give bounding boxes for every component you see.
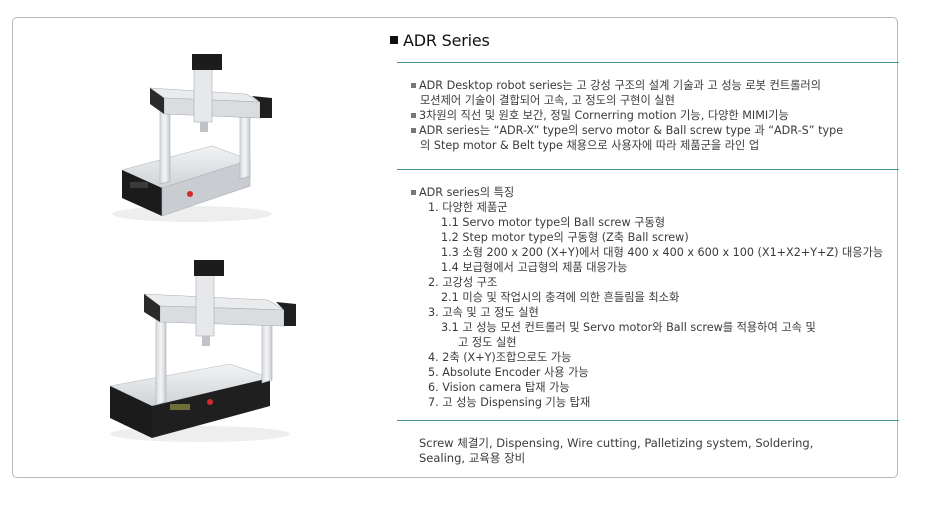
robot-image-1 bbox=[112, 54, 272, 222]
features-section: ADR series의 특징 1. 다양한 제품군 1.1 Servo moto… bbox=[411, 185, 883, 410]
square-bullet-icon bbox=[411, 112, 416, 118]
feature-subitem: 1.1 Servo motor type의 Ball screw 구동형 bbox=[441, 216, 666, 229]
applications-section: Screw 체결기, Dispensing, Wire cutting, Pal… bbox=[419, 436, 813, 466]
applications-line: Sealing, 교육용 장비 bbox=[419, 451, 526, 465]
title-row: ADR Series bbox=[390, 29, 490, 51]
intro-line: ADR Desktop robot series는 고 강성 구조의 설계 기술… bbox=[411, 78, 843, 93]
feature-item: 5. Absolute Encoder 사용 가능 bbox=[428, 366, 589, 379]
features-heading: ADR series의 특징 bbox=[411, 185, 883, 200]
feature-subitem: 3.1 고 성능 모션 컨트롤러 및 Servo motor와 Ball scr… bbox=[441, 321, 816, 334]
feature-item: 7. 고 성능 Dispensing 기능 탑재 bbox=[428, 396, 591, 409]
page-title: ADR Series bbox=[403, 30, 490, 50]
divider-1 bbox=[397, 62, 899, 63]
feature-item: 2. 고강성 구조 bbox=[428, 276, 498, 289]
feature-item: 4. 2축 (X+Y)조합으로도 가능 bbox=[428, 351, 572, 364]
square-bullet-icon bbox=[411, 127, 416, 133]
intro-line: 의 Step motor & Belt type 채용으로 사용자에 따라 제품… bbox=[420, 139, 760, 152]
feature-item: 3. 고속 및 고 정도 실현 bbox=[428, 306, 539, 319]
intro-section: ADR Desktop robot series는 고 강성 구조의 설계 기술… bbox=[411, 78, 843, 153]
intro-line: ADR series는 “ADR-X” type의 servo motor & … bbox=[411, 123, 843, 138]
feature-subitem-continued: 고 정도 실현 bbox=[458, 336, 517, 349]
applications-line: Screw 체결기, Dispensing, Wire cutting, Pal… bbox=[419, 436, 814, 450]
square-bullet-icon bbox=[390, 36, 398, 44]
feature-item: 6. Vision camera 탑재 가능 bbox=[428, 381, 570, 394]
intro-line: 모션제어 기술이 결합되어 고속, 고 정도의 구현이 실현 bbox=[420, 94, 675, 107]
product-images bbox=[100, 38, 310, 458]
feature-subitem: 1.3 소형 200 x 200 (X+Y)에서 대형 400 x 400 x … bbox=[441, 246, 884, 259]
feature-subitem: 1.4 보급형에서 고급형의 제품 대응가능 bbox=[441, 261, 628, 274]
square-bullet-icon bbox=[411, 189, 416, 195]
feature-item: 1. 다양한 제품군 bbox=[428, 201, 508, 214]
robot-image-2 bbox=[109, 260, 296, 442]
divider-2 bbox=[397, 169, 899, 170]
feature-subitem: 2.1 미승 및 작업시의 충격에 의한 흔들림을 최소화 bbox=[441, 291, 680, 304]
divider-3 bbox=[397, 420, 899, 421]
square-bullet-icon bbox=[411, 82, 416, 88]
intro-line: 3차원의 직선 및 원호 보간, 정밀 Cornerring motion 기능… bbox=[411, 108, 843, 123]
feature-subitem: 1.2 Step motor type의 구동형 (Z축 Ball screw) bbox=[441, 231, 689, 244]
